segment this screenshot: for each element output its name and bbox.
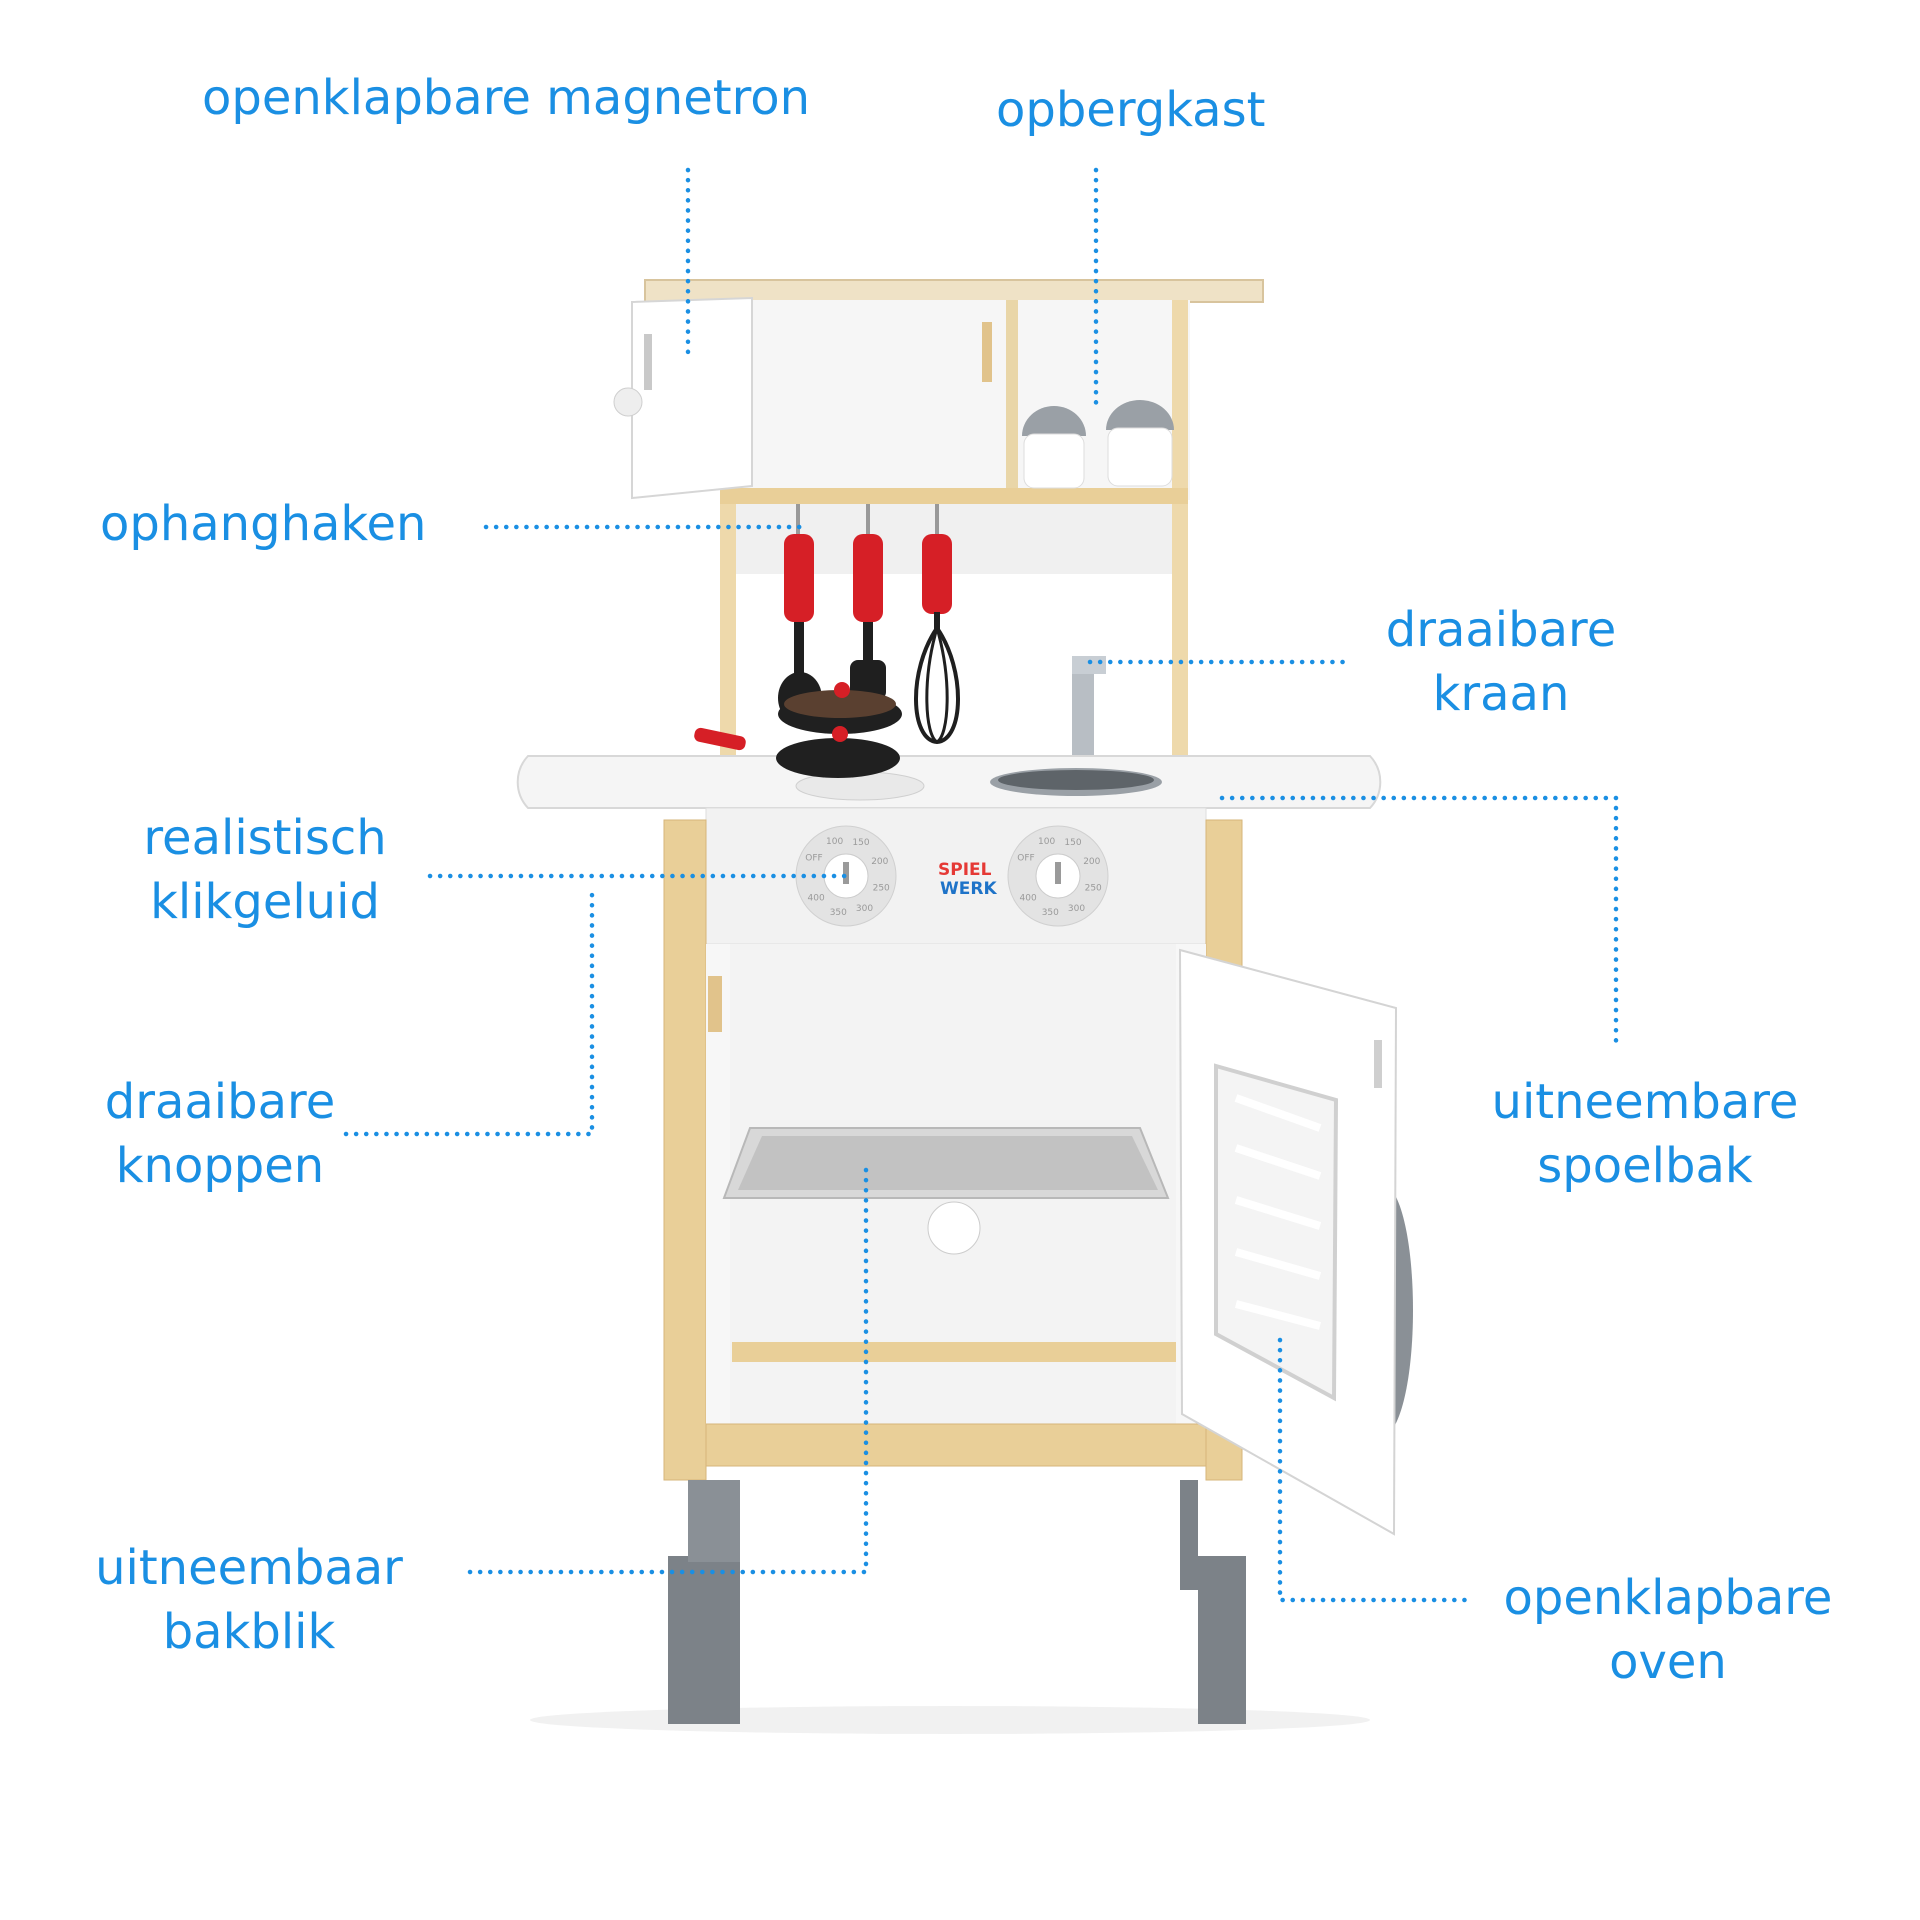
gas-hole [927,1201,981,1255]
knob-scale-label: 250 [1085,883,1102,893]
right-knob[interactable] [1007,825,1109,927]
knob-scale-label: 150 [852,838,869,848]
faucet[interactable] [1072,656,1106,768]
svg-text:WERK: WERK [940,879,997,899]
knob-scale-label: 100 [1038,837,1055,847]
leader-knobs [343,887,595,1137]
knob-scale-label: 100 [826,837,843,847]
spatula [853,534,883,622]
label-storage: opbergkast [996,82,1266,138]
leader-oven [1277,1337,1469,1603]
leg-front-right [1198,1556,1246,1724]
storage-jars [1022,400,1174,489]
microwave-latch [982,322,992,382]
knob-scale-label: 200 [871,857,888,867]
base-cabinet [663,819,1246,1724]
knob-scale-label: 300 [1068,904,1085,914]
knob-scale-label: 400 [1020,894,1037,904]
knob-scale-label: 400 [808,894,825,904]
upper-shelf-unit [613,279,1264,780]
leader-tray [467,1157,869,1575]
whisk [922,534,952,614]
countertop [516,755,1382,809]
knob-scale-label: 150 [1064,838,1081,848]
leader-lines [343,167,1619,1603]
knob-scale-label: 200 [1083,857,1100,867]
leader-sink [1219,795,1619,1053]
pots-and-pan [694,682,902,778]
knob-scale-label: OFF [805,854,822,864]
knob-scale-label: 300 [856,904,873,914]
leg-front-left [668,1556,740,1724]
baking-tray[interactable] [722,1127,1170,1199]
microwave-door[interactable] [613,296,753,500]
brand-logo: SPIEL WERK [938,860,997,899]
knob-scale-label: 350 [1042,908,1059,918]
knob-scale-label: 250 [873,883,890,893]
knob-scale-label: 350 [830,908,847,918]
ladle [784,534,814,622]
oven-door[interactable] [1178,948,1413,1536]
svg-text:SPIEL: SPIEL [938,860,992,880]
label-microwave: openklapbare magnetron [202,70,811,126]
label-hooks: ophanghaken [100,496,427,552]
knob-scale-label: OFF [1017,854,1034,864]
